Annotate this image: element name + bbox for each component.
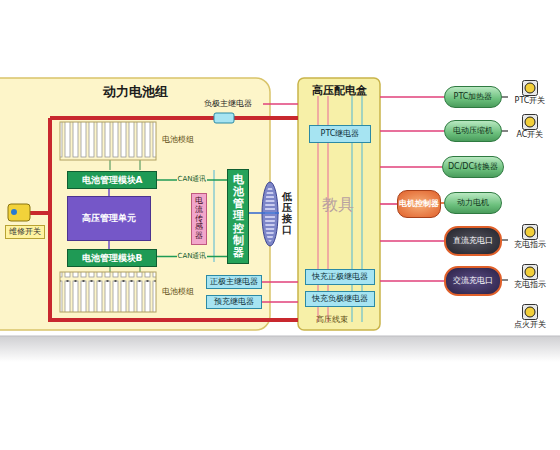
connector (380, 240, 444, 242)
button-icon (522, 80, 538, 96)
node-text: 动力电机 (457, 198, 489, 207)
watermark: 教具 (322, 196, 354, 214)
dcdc-converter: DC/DC转换器 (442, 156, 504, 178)
node-text: 电池管理模块A (82, 175, 143, 185)
button-icon (522, 264, 538, 280)
connector (380, 130, 444, 132)
node-text: 高压配电盒 (299, 79, 379, 98)
low-voltage-connector (262, 182, 278, 246)
switch-button: PTC开关 (508, 80, 552, 110)
cell-label: 电池模组 (162, 288, 194, 297)
cell-stack (60, 272, 156, 312)
connector (263, 103, 298, 105)
node-text: 电动压缩机 (453, 126, 493, 135)
switch-button: AC开关 (508, 114, 552, 144)
node-text: 电机控制器 (399, 199, 439, 208)
battery-pack-panel (0, 78, 270, 330)
compressor: 电动压缩机 (444, 120, 502, 142)
motor-controller: 电机控制器 (397, 190, 441, 218)
node-text: 快充正极继电器 (312, 272, 368, 281)
node-text: 点火开关 (514, 320, 546, 329)
connector (108, 189, 110, 196)
node-text: PTC继电器 (321, 129, 360, 138)
node-text: PTC开关 (515, 96, 546, 105)
harness-label: 高压线束 (316, 316, 348, 325)
node-text: 充电指示 (514, 280, 546, 289)
node-text: 维修开关 (9, 227, 41, 236)
edge-label: CAN通讯 (177, 176, 208, 184)
node-text: 电池管理控制器 (233, 174, 244, 259)
bms-module: 电池管理模块B (67, 249, 157, 267)
drive-motor: 动力电机 (444, 192, 502, 214)
node-text: 电流传感器 (195, 197, 203, 241)
node-text: DC/DC转换器 (448, 162, 498, 171)
connector (108, 241, 110, 249)
button-icon (522, 224, 538, 240)
bms-controller: 电池管理控制器 (227, 169, 249, 264)
cell-stack (60, 122, 156, 160)
node-text: 交流充电口 (453, 276, 493, 285)
node-text: 充电指示 (514, 240, 546, 249)
node-text: 正极主继电器 (210, 277, 258, 286)
connector (380, 166, 442, 168)
indicator-button: 充电指示 (508, 264, 552, 294)
node-text: 高压管理单元 (82, 213, 136, 223)
ignition-button: 点火开关 (508, 304, 552, 334)
node-text: 快充负极继电器 (312, 294, 368, 303)
board-shadow (0, 336, 560, 362)
battery-pack: 动力电池组电池管理模块A 高压管理单元电池管理模块B 电池管理控制器 负极主继电器电流… (0, 78, 270, 330)
node-text: 电池管理模块B (82, 253, 143, 263)
hv-manager: 高压管理单元 (67, 196, 151, 241)
connector (380, 203, 397, 205)
node-text: 动力电池组 (1, 79, 269, 100)
indicator-button: 充电指示 (508, 224, 552, 254)
ac-charge-port: 交流充电口 (444, 266, 502, 296)
board-edge (0, 336, 560, 337)
connector (249, 212, 279, 214)
relay-box: PTC继电器 (309, 125, 371, 143)
low-voltage-connector (265, 186, 275, 242)
dc-charge-port: 直流充电口 (444, 226, 502, 256)
node-text: 低压接口 (282, 191, 292, 235)
node-text: 直流充电口 (453, 236, 493, 245)
relay-box: 快充正极继电器 (305, 269, 375, 285)
high-voltage-bus (30, 118, 298, 320)
relay-box: 预充继电器 (206, 295, 262, 309)
distribution-box-panel (298, 78, 380, 330)
connector (380, 96, 444, 98)
connector (502, 239, 508, 241)
connector (502, 96, 508, 98)
connector (502, 130, 508, 132)
connector (262, 281, 298, 283)
node-text: 负极主继电器 (204, 99, 252, 108)
node-text: 预充继电器 (214, 297, 254, 306)
node-text: PTC加热器 (454, 92, 493, 101)
node-text: AC开关 (517, 130, 544, 139)
connector (262, 301, 298, 303)
relay-box: 快充负极继电器 (305, 291, 375, 307)
service-switch-icon (8, 204, 30, 221)
connector (502, 279, 508, 281)
current-sensor: 电流传感器 (191, 193, 207, 245)
bms-module: 电池管理模块A (67, 171, 157, 189)
service-switch-icon (11, 209, 17, 215)
button-icon (522, 114, 538, 130)
low-voltage-port: 低压接口 (279, 188, 295, 238)
service-switch: 维修开关 (5, 225, 45, 239)
edge-label: CAN通讯 (177, 253, 208, 261)
button-icon (522, 304, 538, 320)
cell-label: 电池模组 (162, 136, 194, 145)
relay-box: 正极主继电器 (206, 275, 262, 289)
ptc-heater: PTC加热器 (444, 86, 502, 108)
relay-symbol (214, 113, 234, 123)
connector (380, 280, 444, 282)
relay-label: 负极主继电器 (193, 97, 263, 111)
